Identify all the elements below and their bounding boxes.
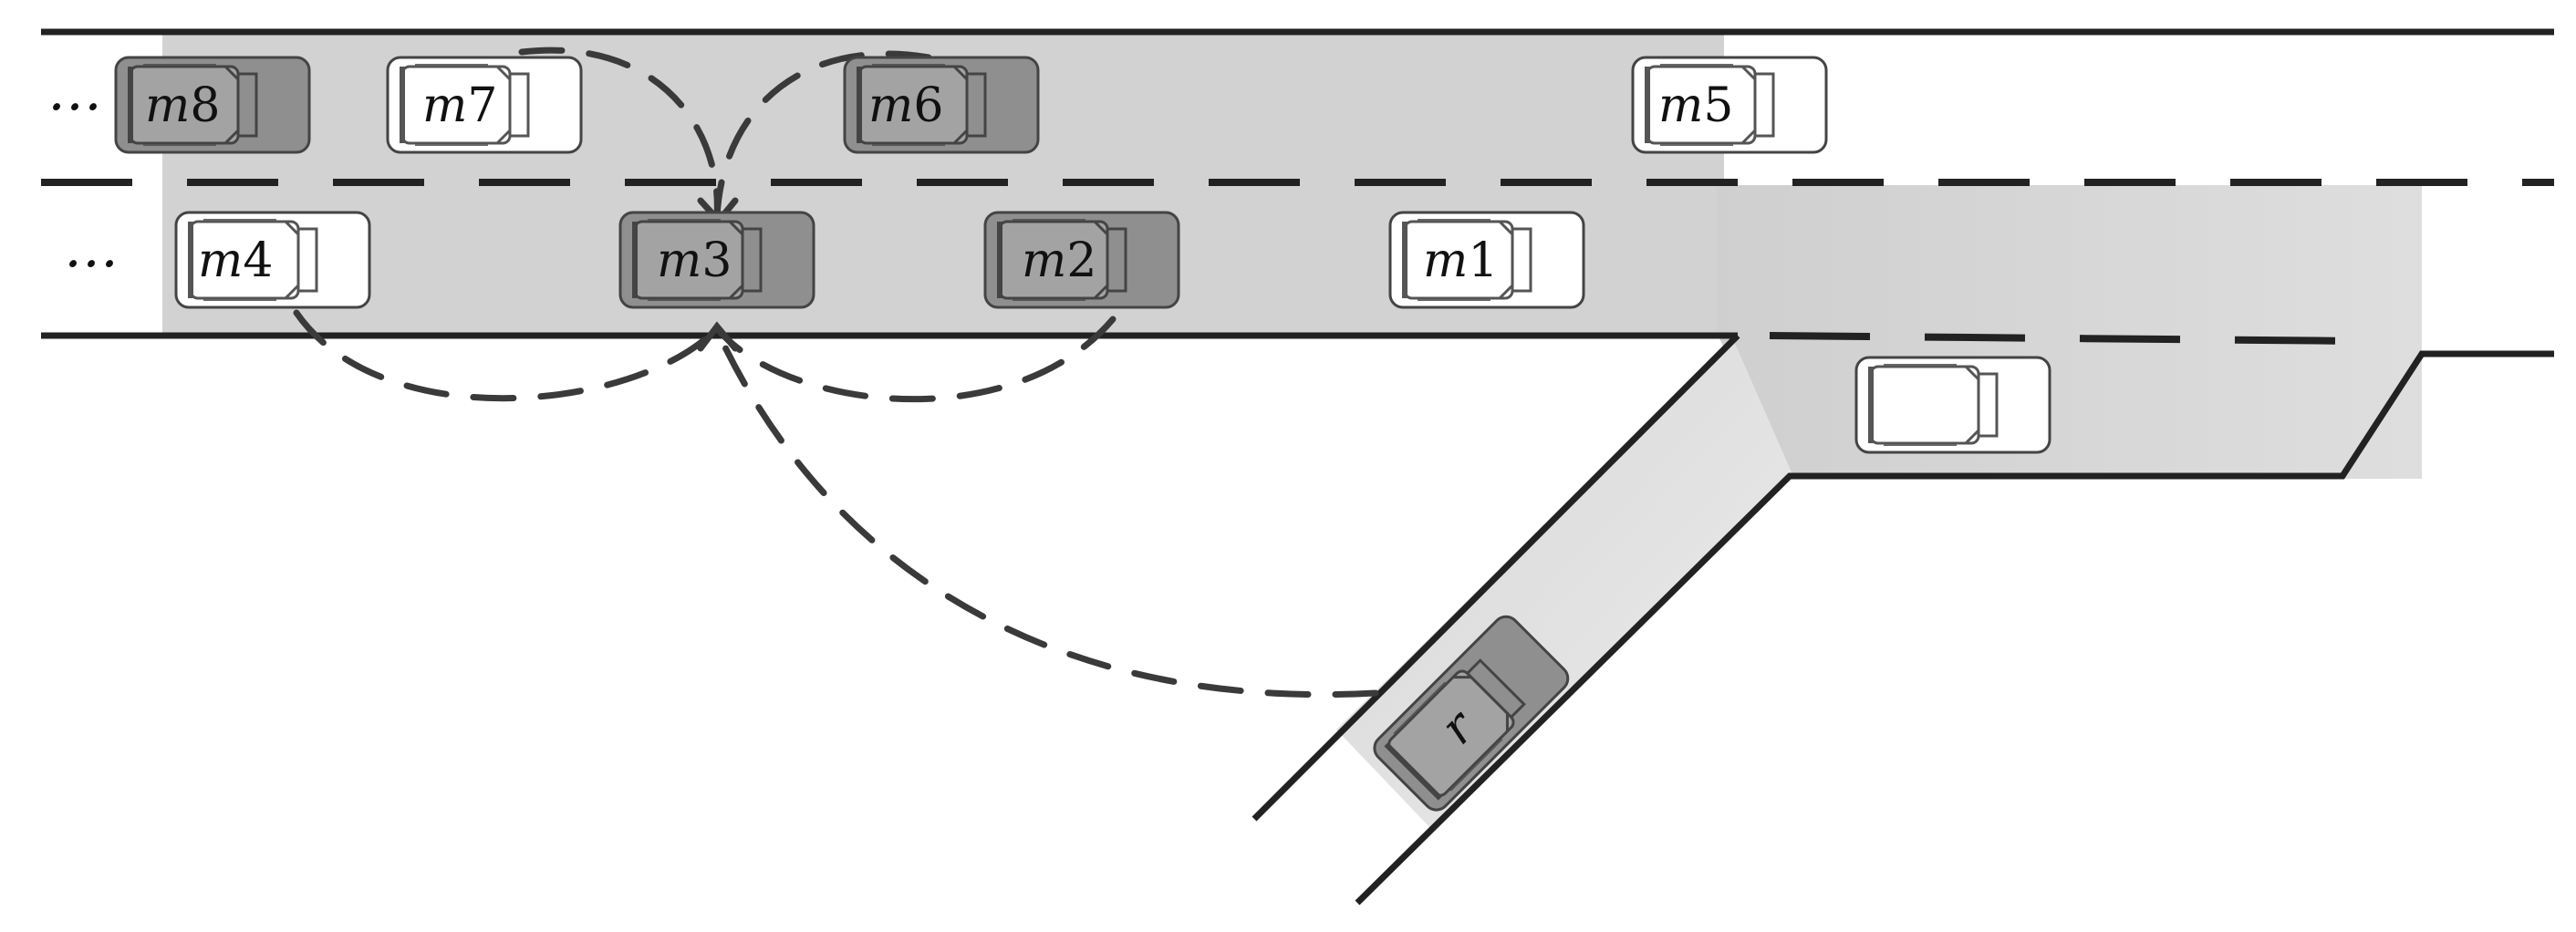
road-lines xyxy=(41,28,2554,906)
upper-lane-ellipsis: … xyxy=(47,59,102,123)
vehicle-r: r xyxy=(1369,611,1573,814)
on-ramp-outer-edge xyxy=(1252,333,1740,822)
arc-r-to-m3 xyxy=(713,326,1379,699)
vehicle-label-m7: m7 xyxy=(422,78,497,133)
vehicle-m2: m2 xyxy=(985,212,1179,307)
lane-markings xyxy=(41,179,2554,345)
arc-m4-to-m3 xyxy=(293,309,721,402)
arrow-into-m3-bottom xyxy=(697,321,739,352)
vehicle-m5: m5 xyxy=(1633,57,1826,152)
vehicle-label-m1: m1 xyxy=(1423,233,1498,288)
vehicle-label-m6: m6 xyxy=(868,78,943,133)
acceleration-lane-divider xyxy=(1769,332,2363,345)
ramp-inner-edge xyxy=(1355,350,2554,906)
arc-m6-to-m3 xyxy=(713,50,932,221)
lower-lane-ellipsis: … xyxy=(64,216,119,280)
vehicle-m6: m6 xyxy=(845,57,1038,152)
interaction-arcs xyxy=(293,47,1379,699)
acceleration-lane-shade xyxy=(1717,185,2422,479)
vehicle-m7: m7 xyxy=(388,57,581,152)
vehicles: m8 m7 m6 m5 m4 xyxy=(116,57,2050,815)
vehicle-label-m8: m8 xyxy=(145,78,220,133)
vehicle-label-m4: m4 xyxy=(198,233,273,288)
arc-m2-to-m3 xyxy=(713,316,1117,403)
vehicle-m4: m4 xyxy=(176,212,369,307)
vehicle-label-m3: m3 xyxy=(657,233,732,288)
vehicle-m1: m1 xyxy=(1390,212,1584,307)
vehicle-m3: m3 xyxy=(620,212,814,307)
vehicle-m8: m8 xyxy=(116,57,309,152)
vehicle-acceleration-lane xyxy=(1856,357,2050,452)
arc-m7-to-m3 xyxy=(518,47,721,221)
vehicle-label-m2: m2 xyxy=(1022,233,1096,288)
vehicle-label-m5: m5 xyxy=(1658,78,1733,133)
